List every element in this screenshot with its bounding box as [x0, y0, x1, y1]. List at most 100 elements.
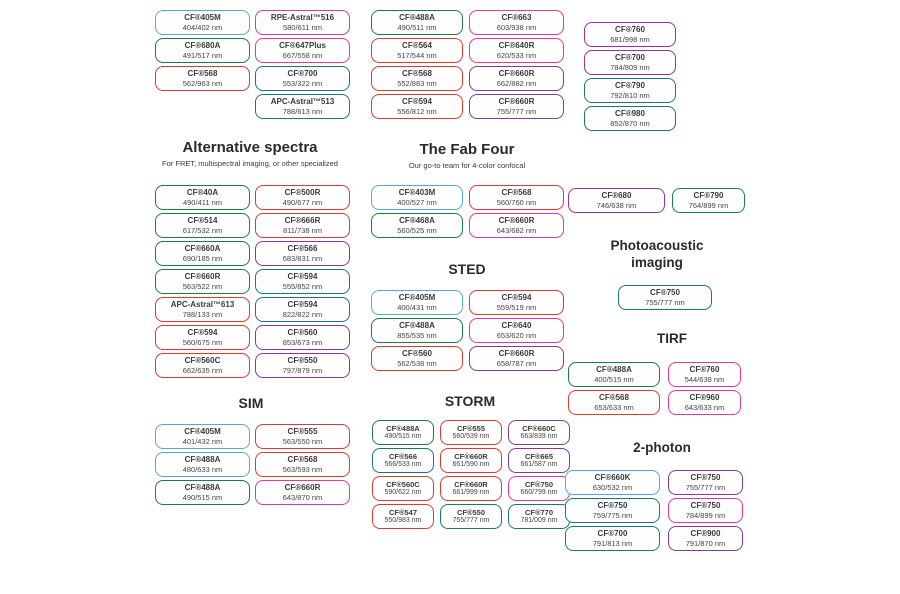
dye-ex-em-range: 563/550 nm — [282, 436, 323, 446]
dye-ex-em-range: 555/852 nm — [282, 281, 323, 291]
dye-name: RPE-Astral™516 — [270, 13, 335, 23]
dye-ex-em-range: 617/532 nm — [182, 225, 223, 235]
dye-name: APC-Astral™613 — [170, 300, 235, 310]
dye-ex-em-range: 400/431 nm — [397, 302, 437, 312]
dye-ex-em-range: 755/777 nm — [452, 516, 490, 524]
dye-name: CF®547 — [388, 507, 418, 517]
dye-ex-em-range: 755/777 nm — [645, 297, 685, 307]
dye-name: CF®594 — [501, 293, 532, 303]
dye-ex-em-range: 661/590 nm — [452, 460, 490, 468]
dye-ex-em-range: 490/515 nm — [384, 432, 422, 440]
dye-name: CF®750 — [690, 473, 721, 483]
dye-ex-em-range: 797/879 nm — [282, 365, 323, 375]
dye-ex-em-range: 480/633 nm — [182, 464, 223, 474]
dye-name: CF®566 — [388, 451, 418, 461]
dye-name: CF®555 — [456, 423, 486, 433]
dye-name: CF®760 — [689, 365, 720, 375]
dye-ex-em-range: 400/515 nm — [594, 374, 634, 384]
dye-name: CF®594 — [402, 97, 432, 107]
section-subtitle-fab-four: Our go-to team for 4-color confocal — [408, 161, 526, 170]
dye-ex-em-range: 620/533 nm — [496, 50, 537, 60]
dye-ex-em-range: 556/812 nm — [397, 106, 437, 116]
dye-ex-em-range: 603/938 nm — [496, 22, 537, 32]
dye-name: CF®647Plus — [279, 41, 326, 51]
dye-ex-em-range: 550/983 nm — [384, 516, 422, 524]
dye-name: CF®660R — [498, 349, 535, 359]
dye-ex-em-range: 663/839 nm — [520, 432, 558, 440]
dye-name: CF®700 — [287, 69, 318, 79]
dye-ex-em-range: 791/813 nm — [592, 538, 633, 548]
dye-name: CF®560C — [184, 356, 221, 366]
dye-name: CF®666R — [284, 216, 321, 226]
dye-name: CF®468A — [399, 216, 435, 226]
dye-name: CF®488A — [184, 483, 221, 493]
dye-name: CF®488A — [399, 13, 435, 23]
dye-ex-em-range: 791/870 nm — [685, 538, 726, 548]
dye-name: CF®594 — [287, 272, 318, 282]
section-title-storm: STORM — [444, 393, 496, 409]
dye-ex-em-range: 792/810 nm — [610, 90, 650, 100]
dye-name: CF®660R — [498, 69, 535, 79]
dye-ex-em-range: 404/402 nm — [182, 22, 223, 32]
dye-name: CF®640 — [501, 321, 532, 331]
dye-ex-em-range: 643/633 nm — [684, 402, 725, 412]
dye-ex-em-range: 491/517 nm — [182, 50, 223, 60]
dye-name: CF®488A — [399, 321, 435, 331]
dye-name: CF®560 — [287, 328, 318, 338]
dye-name: CF®500R — [284, 188, 321, 198]
dye-name: CF®488A — [386, 423, 420, 433]
dye-name: CF®960 — [689, 393, 720, 403]
dye-name: CF®660C — [522, 423, 556, 433]
dye-name: CF®514 — [187, 216, 218, 226]
dye-name: CF®750 — [524, 479, 554, 489]
dye-name: CF®566 — [287, 244, 318, 254]
section-title-2-photon: 2-photon — [633, 440, 691, 455]
dye-name: CF®790 — [693, 191, 724, 201]
section-title-photoacoustic: Photoacoustic imaging — [610, 238, 704, 270]
dye-name: CF®40A — [186, 188, 219, 198]
dye-ex-em-range: 580/611 nm — [282, 22, 323, 32]
dye-name: CF®405M — [398, 293, 436, 303]
dye-ex-em-range: 643/870 nm — [282, 492, 323, 502]
